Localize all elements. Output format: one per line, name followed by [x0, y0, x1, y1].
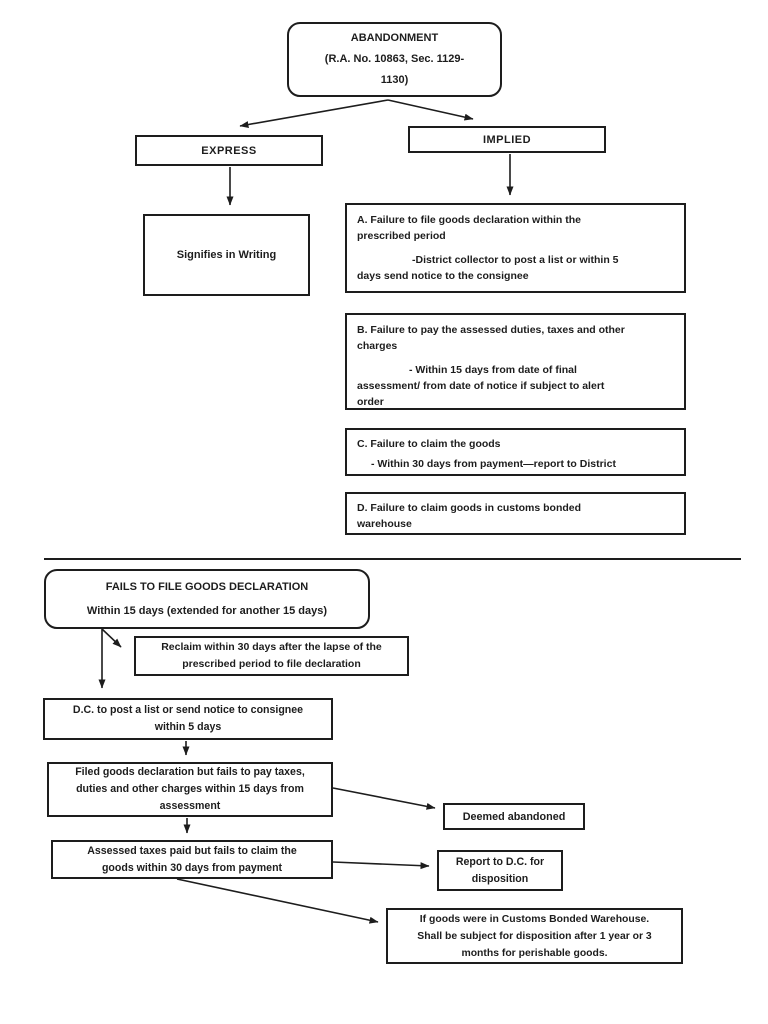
arrow-root-to-express	[239, 99, 389, 128]
implied-label: IMPLIED	[482, 133, 532, 146]
root-citation-line: 1130)	[380, 74, 409, 86]
arrow-assessed-to-report	[332, 861, 430, 870]
abandonment-root-box: ABANDONMENT (R.A. No. 10863, Sec. 1129- …	[287, 22, 502, 97]
express-box: EXPRESS	[135, 135, 323, 166]
express-label: EXPRESS	[201, 144, 257, 157]
arrow-filed-to-deemed	[332, 787, 436, 810]
implied-item-a-box: A. Failure to file goods declaration wit…	[345, 203, 686, 293]
fails-to-file-start-box: FAILS TO FILE GOODS DECLARATION Within 1…	[44, 569, 370, 629]
text-line: Assessed taxes paid but fails to claim t…	[87, 844, 297, 857]
bonded-warehouse-box: If goods were in Customs Bonded Warehous…	[386, 908, 683, 964]
text-line: -District collector to post a list or wi…	[412, 254, 619, 266]
text-line: A. Failure to file goods declaration wit…	[357, 214, 582, 226]
implied-item-b-box: B. Failure to pay the assessed duties, t…	[345, 313, 686, 410]
text-line: B. Failure to pay the assessed duties, t…	[357, 324, 625, 336]
text-line: months for perishable goods.	[461, 947, 608, 959]
text-line: prescribed period to file declaration	[182, 658, 361, 670]
filed-declaration-box: Filed goods declaration but fails to pay…	[47, 762, 333, 817]
text-line: D.C. to post a list or send notice to co…	[72, 704, 304, 716]
implied-item-d-box: D. Failure to claim goods in customs bon…	[345, 492, 686, 535]
text-line: - Within 15 days from date of final	[409, 364, 577, 376]
text-line: duties and other charges within 15 days …	[76, 783, 304, 795]
start-title-line: FAILS TO FILE GOODS DECLARATION	[105, 581, 309, 593]
text-line: Reclaim within 30 days after the lapse o…	[161, 641, 382, 653]
start-subtitle-line: Within 15 days (extended for another 15 …	[86, 605, 328, 617]
signifies-label: Signifies in Writing	[176, 249, 277, 261]
text-line: assessment/ from date of notice if subje…	[357, 380, 605, 392]
report-to-dc-box: Report to D.C. for disposition	[437, 850, 563, 891]
text-line: prescribed period	[357, 230, 446, 242]
text-line: disposition	[471, 872, 529, 885]
text-line: days send notice to the consignee	[357, 270, 529, 282]
text-line: within 5 days	[154, 721, 222, 733]
text-line: Shall be subject for disposition after 1…	[417, 930, 652, 942]
text-line: charges	[357, 340, 398, 352]
root-citation-line: (R.A. No. 10863, Sec. 1129-	[324, 53, 465, 65]
root-title-line: ABANDONMENT	[350, 32, 439, 44]
signifies-in-writing-box: Signifies in Writing	[143, 214, 310, 296]
text-line: - Within 30 days from payment—report to …	[371, 458, 616, 470]
text-line: If goods were in Customs Bonded Warehous…	[419, 913, 650, 925]
text-line: C. Failure to claim the goods	[357, 438, 501, 450]
reclaim-box: Reclaim within 30 days after the lapse o…	[134, 636, 409, 676]
assessed-taxes-box: Assessed taxes paid but fails to claim t…	[51, 840, 333, 879]
text-line: assessment	[159, 800, 221, 812]
text-line: D. Failure to claim goods in customs bon…	[357, 502, 582, 514]
deemed-abandoned-box: Deemed abandoned	[443, 803, 585, 830]
arrow-start-to-reclaim	[101, 628, 122, 648]
arrow-root-to-implied	[387, 99, 474, 121]
text-line: warehouse	[357, 518, 412, 530]
section-divider-line	[44, 558, 741, 560]
implied-box: IMPLIED	[408, 126, 606, 153]
text-line: Filed goods declaration but fails to pay…	[75, 766, 305, 778]
arrow-assessed-to-warehouse	[176, 878, 379, 924]
text-line: Report to D.C. for	[455, 855, 545, 868]
text-line: order	[357, 396, 384, 408]
deemed-label: Deemed abandoned	[462, 810, 566, 823]
implied-item-c-box: C. Failure to claim the goods - Within 3…	[345, 428, 686, 476]
dc-post-list-box: D.C. to post a list or send notice to co…	[43, 698, 333, 740]
text-line: goods within 30 days from payment	[101, 861, 283, 874]
